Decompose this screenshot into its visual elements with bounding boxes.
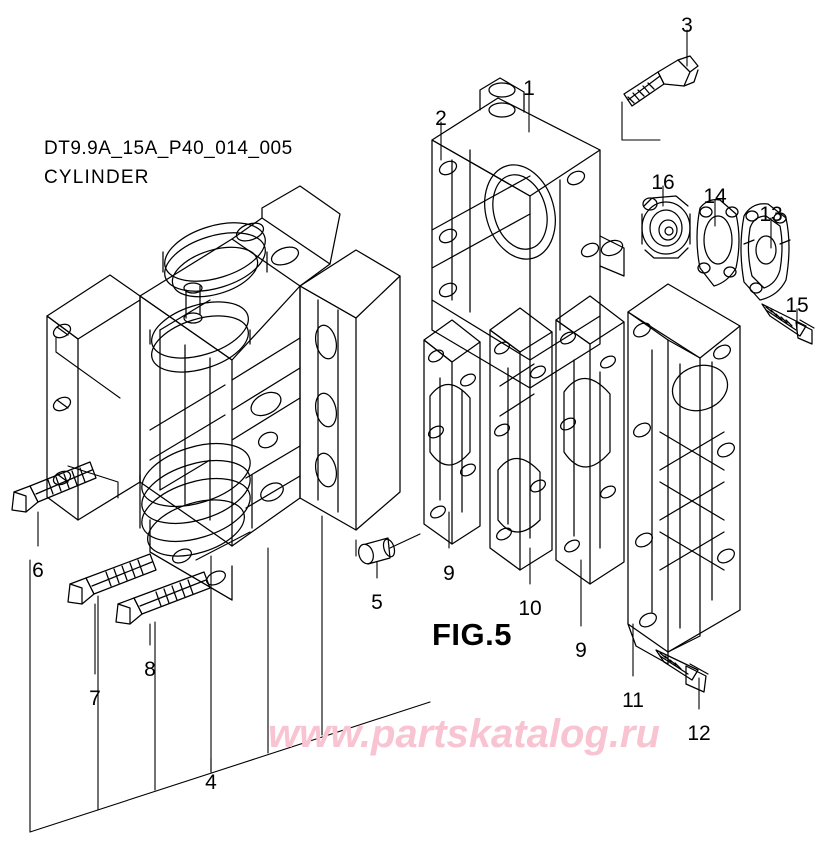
- callout-cylinder-block[interactable]: 2: [435, 107, 447, 130]
- figure-label: FIG.5: [432, 617, 513, 652]
- leader-lines: [29, 29, 798, 833]
- callout-thermostat-cover[interactable]: 13: [759, 203, 783, 226]
- callout-exhaust-cover[interactable]: 11: [622, 689, 644, 712]
- exhaust-cover-11: [627, 283, 741, 665]
- callout-exhaust-plate[interactable]: 10: [518, 597, 542, 620]
- callout-cylinder-assembly-group[interactable]: 4: [205, 771, 217, 794]
- bolt-15: [761, 303, 815, 345]
- site-watermark: www.partskatalog.ru: [268, 712, 660, 756]
- callout-cylinder-head-cover[interactable]: 1: [523, 77, 535, 100]
- callout-gasket-left[interactable]: 9: [443, 562, 455, 585]
- callout-bolt-upper[interactable]: 3: [681, 14, 693, 37]
- part-code-label: DT9.9A_15A_P40_014_005: [44, 138, 293, 159]
- callout-dowel-pin[interactable]: 5: [371, 591, 383, 614]
- cylinder-bore-mid: [149, 301, 251, 373]
- bolt-8: [115, 571, 211, 625]
- callout-thermostat[interactable]: 16: [651, 171, 675, 194]
- callout-bolt-long-upper[interactable]: 6: [32, 559, 44, 582]
- cylinder-bore-lower: [139, 442, 253, 557]
- thermostat-gasket-14: [696, 199, 740, 287]
- gasket-plate-9b: [555, 295, 625, 585]
- callout-bolt-thermostat[interactable]: 15: [785, 294, 809, 317]
- callout-gasket-right[interactable]: 9: [575, 639, 587, 662]
- callout-bolt-long-middle[interactable]: 8: [144, 658, 156, 681]
- page-title: CYLINDER: [44, 167, 150, 188]
- dowel-pin-5: [358, 537, 396, 565]
- cylinder-bore-upper: [162, 222, 268, 298]
- callout-bolt-long-lower[interactable]: 7: [89, 687, 101, 710]
- bolt-12: [655, 649, 709, 693]
- exhaust-plate-10: [489, 307, 553, 571]
- callout-thermostat-gasket[interactable]: 14: [703, 185, 727, 208]
- callout-bolt-short-lower[interactable]: 12: [687, 722, 711, 745]
- cylinder-head-casting: [431, 77, 625, 389]
- bolt-3: [623, 55, 699, 107]
- bolt-7: [67, 553, 157, 605]
- bolt-6: [11, 461, 97, 513]
- thermostat-16: [641, 195, 691, 259]
- thermostat-cover-13: [740, 203, 791, 301]
- gasket-plate-9a: [423, 319, 481, 545]
- pointer-ticks: [55, 337, 357, 561]
- cylinder-block-body: [46, 185, 401, 601]
